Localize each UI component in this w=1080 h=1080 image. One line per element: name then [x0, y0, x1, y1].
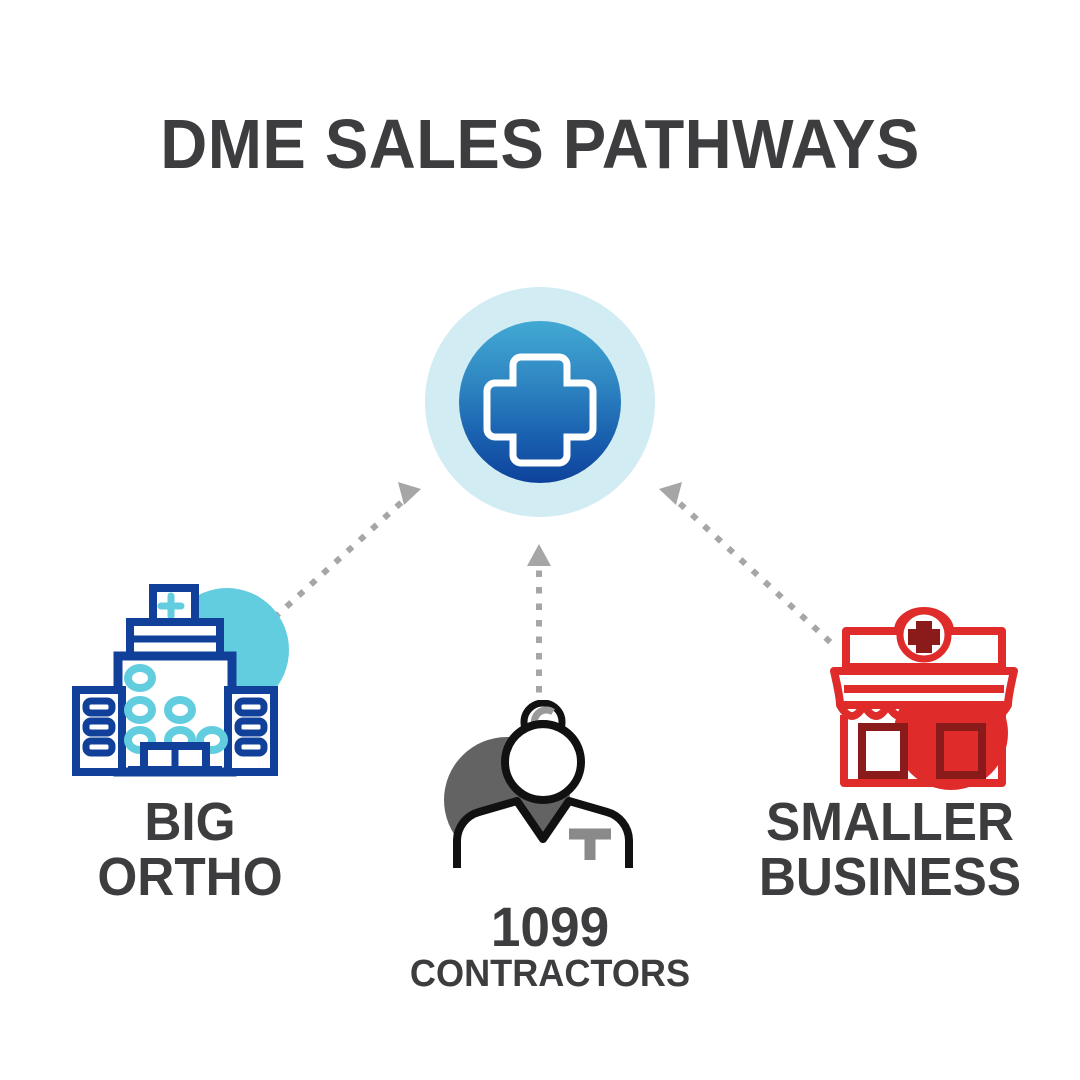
label-contractors-number: 1099 [380, 898, 720, 955]
node-contractors[interactable] [435, 699, 655, 880]
node-smaller-business[interactable] [818, 605, 1028, 790]
node-big-ortho[interactable] [60, 580, 320, 780]
label-smaller-business-line-1: SMALLER [766, 792, 1014, 852]
connector-center-to-hub [527, 544, 551, 709]
pharmacy-storefront-icon [830, 607, 1018, 790]
label-contractors-line-1: 1099 [490, 895, 610, 958]
label-big-ortho: BIG ORTHO [20, 792, 360, 908]
label-big-ortho-line-1: BIG [144, 792, 236, 852]
page-title: DME SALES PATHWAYS [160, 105, 920, 183]
label-contractors-line-2: CONTRACTORS [409, 953, 691, 995]
hub-medical-node[interactable] [425, 287, 655, 517]
connector-right-to-hub [659, 482, 833, 645]
medical-cross-icon [483, 353, 597, 467]
healthcare-worker-icon [444, 699, 633, 868]
hospital-building-icon [72, 584, 289, 777]
label-big-ortho-line-2: ORTHO [97, 847, 283, 908]
label-smaller-business: SMALLER BUSINESS [720, 792, 1060, 908]
label-contractors-text: CONTRACTORS [380, 955, 720, 994]
label-smaller-business-line-2: BUSINESS [758, 847, 1022, 908]
